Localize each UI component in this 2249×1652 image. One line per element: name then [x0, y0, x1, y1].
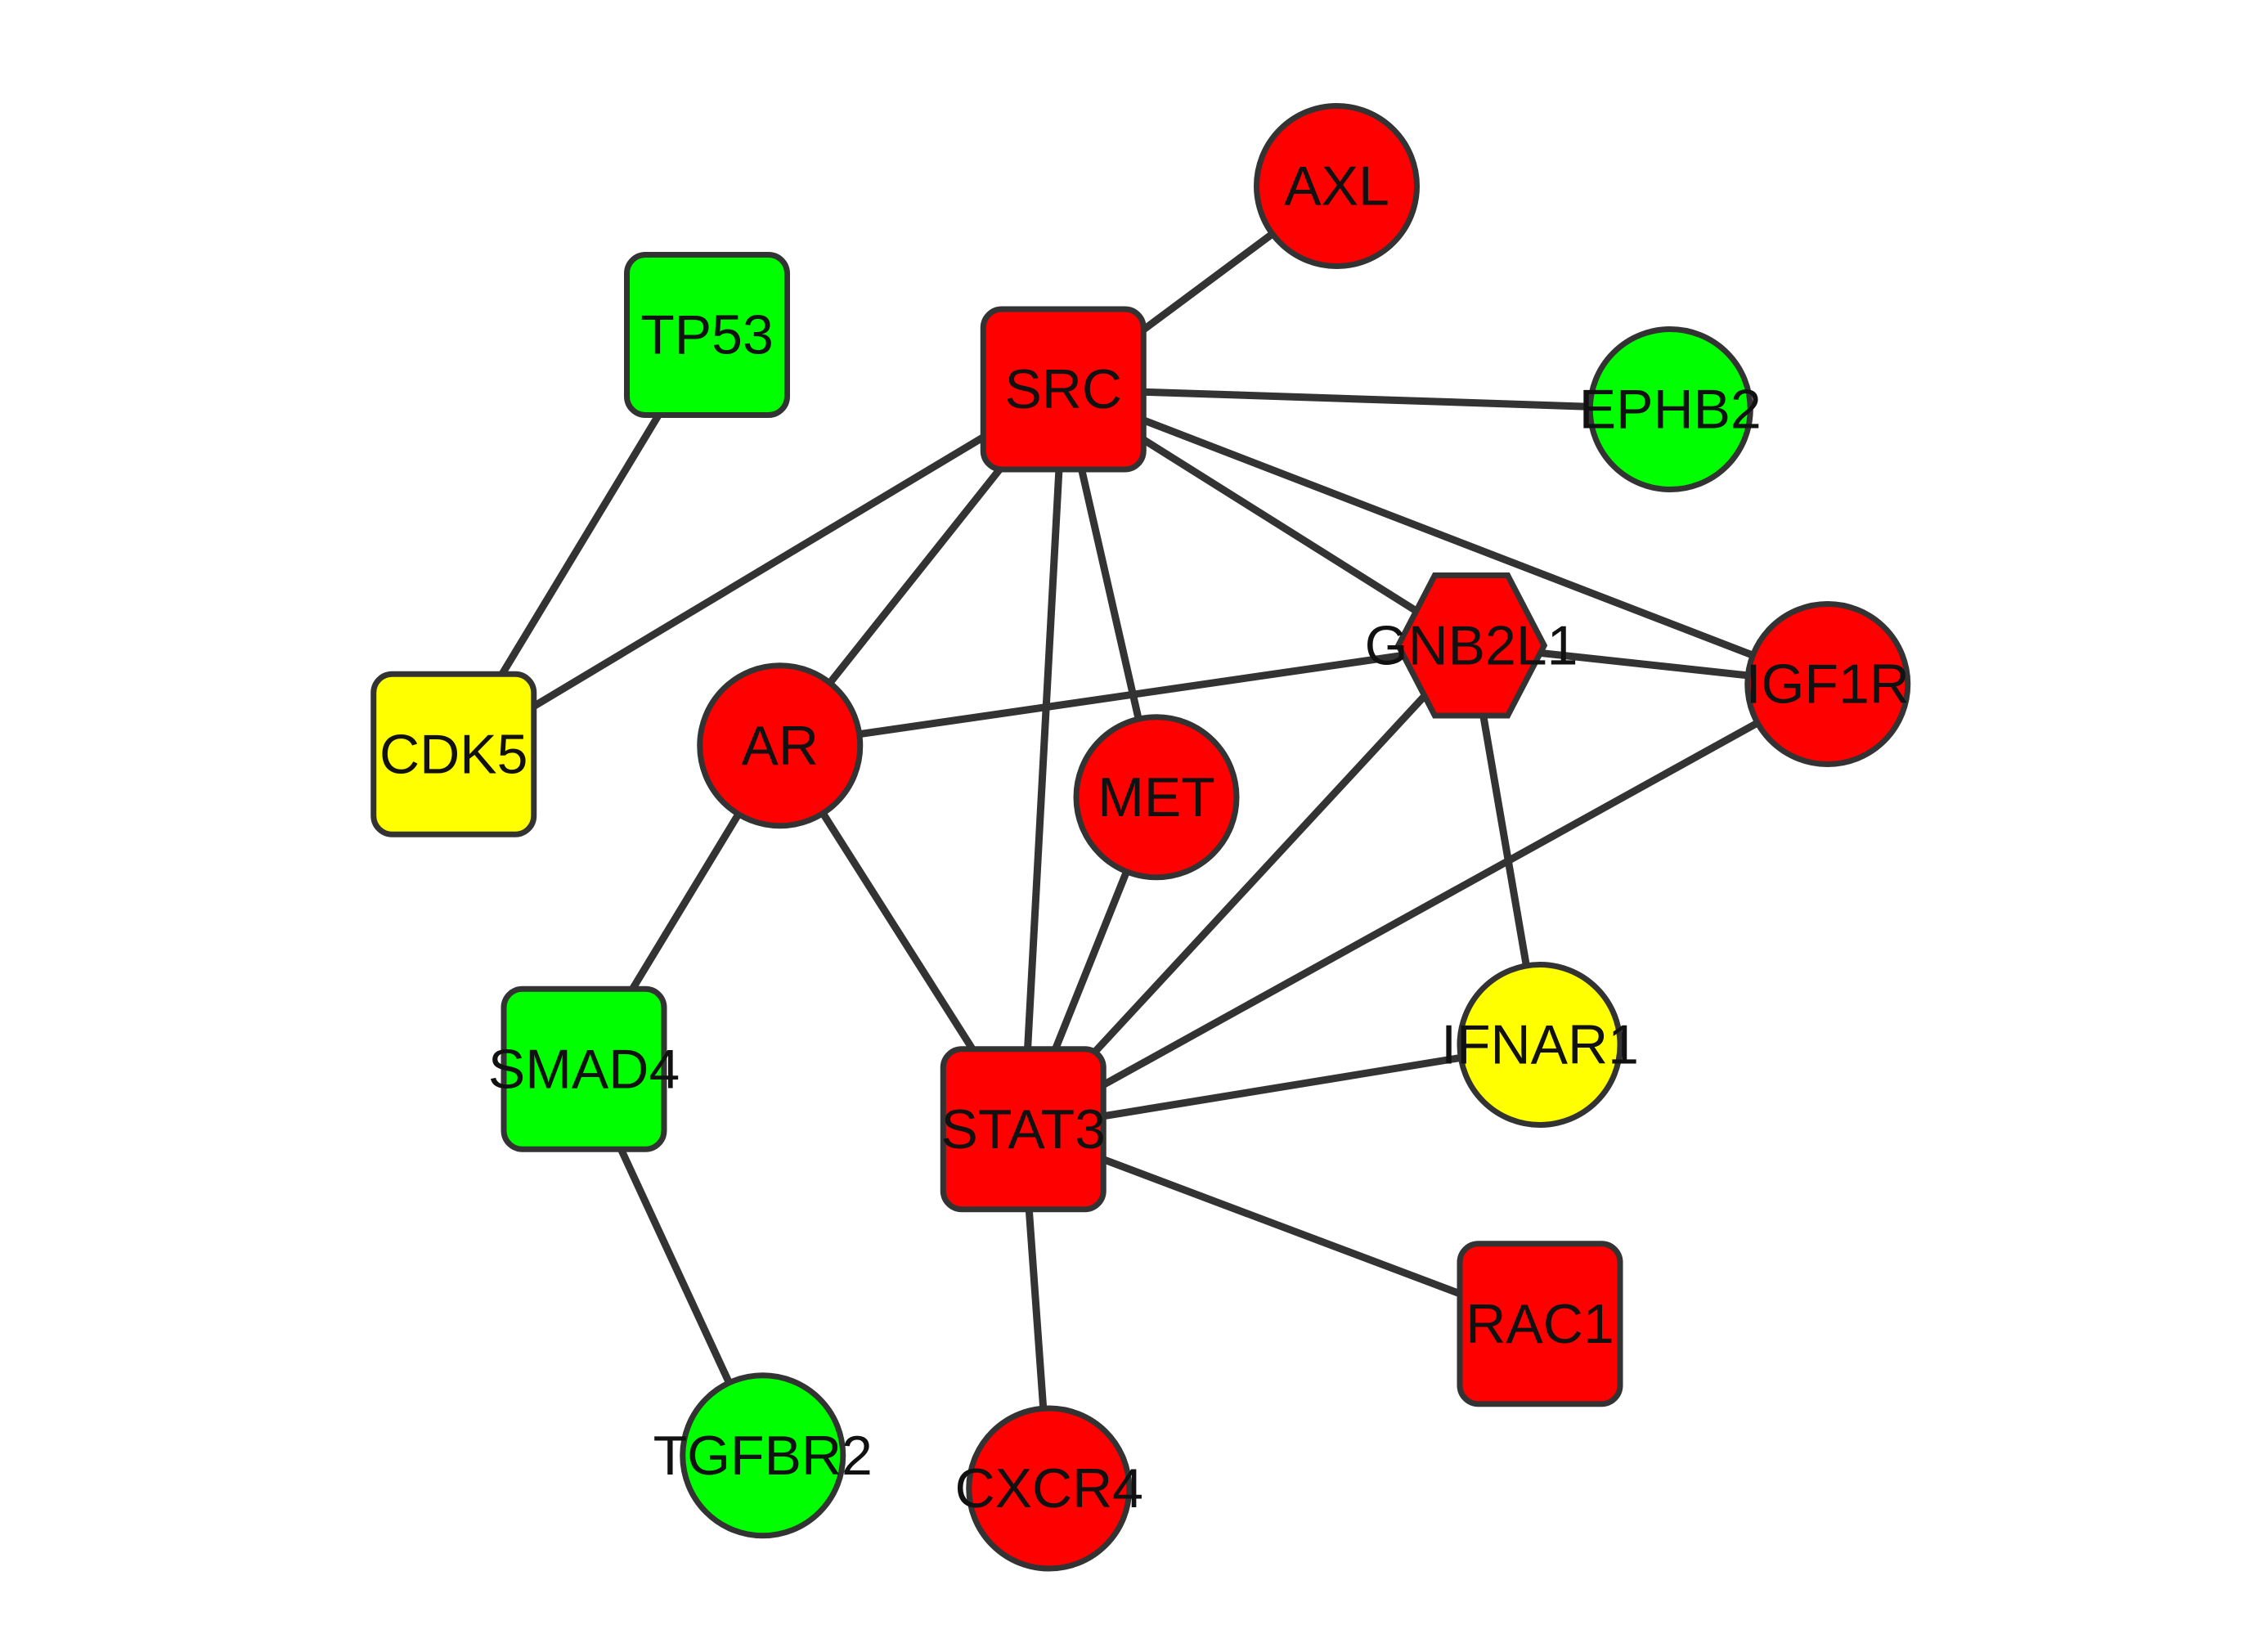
node-ephb2-label: EPHB2: [1579, 379, 1762, 441]
node-cxcr4-label: CXCR4: [955, 1457, 1144, 1520]
node-cxcr4[interactable]: CXCR4: [955, 1405, 1144, 1572]
edge-igf1r-stat3: [1021, 680, 1829, 1133]
node-tp53-shape: [624, 252, 790, 418]
node-igf1r[interactable]: IGF1R: [1744, 601, 1911, 767]
edge-stat3-ifnar1: [1022, 1041, 1541, 1134]
node-smad4-label: SMAD4: [488, 1038, 680, 1100]
node-cdk5-shape: [370, 671, 537, 837]
node-stat3-label: STAT3: [940, 1098, 1106, 1160]
edge-stat3-rac1: [1021, 1125, 1542, 1327]
node-ar-shape: [697, 662, 864, 829]
node-ar[interactable]: AR: [697, 662, 864, 829]
edge-src-ephb2: [1063, 385, 1671, 413]
node-ifnar1[interactable]: IFNAR1: [1441, 962, 1639, 1128]
node-smad4[interactable]: SMAD4: [488, 985, 680, 1152]
node-cdk5-label: CDK5: [379, 723, 527, 785]
node-met[interactable]: MET: [1073, 714, 1240, 881]
node-gnb2l1[interactable]: GNB2L1: [1365, 572, 1578, 719]
node-ephb2-shape: [1587, 326, 1753, 492]
node-stat3-shape: [940, 1046, 1107, 1213]
node-met-shape: [1073, 714, 1240, 881]
node-src-shape: [980, 306, 1147, 473]
edge-src-stat3: [1019, 388, 1067, 1129]
edge-gnb2l1-stat3: [1020, 643, 1475, 1132]
edge-ar-gnb2l1: [779, 641, 1472, 750]
node-met-label: MET: [1098, 766, 1215, 828]
node-tgfbr2-shape: [680, 1372, 846, 1539]
edge-src-igf1r: [1062, 385, 1829, 688]
node-rac1[interactable]: RAC1: [1457, 1241, 1623, 1407]
node-ifnar1-label: IFNAR1: [1441, 1014, 1639, 1076]
node-tgfbr2-label: TGFBR2: [653, 1425, 873, 1487]
node-tp53[interactable]: TP53: [624, 252, 790, 418]
edge-src-cdk5: [451, 386, 1066, 758]
node-src[interactable]: SRC: [980, 306, 1147, 473]
node-src-label: SRC: [1004, 358, 1122, 420]
node-gnb2l1-label: GNB2L1: [1365, 614, 1578, 676]
node-rac1-label: RAC1: [1466, 1293, 1614, 1355]
node-cdk5[interactable]: CDK5: [370, 671, 537, 837]
node-ar-label: AR: [742, 715, 819, 777]
node-ifnar1-shape: [1457, 962, 1623, 1128]
node-igf1r-shape: [1744, 601, 1911, 767]
node-rac1-shape: [1457, 1241, 1623, 1407]
node-stat3[interactable]: STAT3: [940, 1046, 1107, 1213]
node-igf1r-label: IGF1R: [1746, 653, 1910, 716]
node-tp53-label: TP53: [640, 304, 774, 366]
node-axl-label: AXL: [1284, 155, 1389, 218]
node-axl-shape: [1254, 103, 1420, 269]
node-tgfbr2[interactable]: TGFBR2: [653, 1372, 873, 1539]
node-gnb2l1-shape: [1394, 572, 1548, 719]
node-smad4-shape: [501, 985, 667, 1152]
node-axl[interactable]: AXL: [1254, 103, 1420, 269]
node-ephb2[interactable]: EPHB2: [1579, 326, 1762, 492]
node-cxcr4-shape: [966, 1405, 1133, 1572]
